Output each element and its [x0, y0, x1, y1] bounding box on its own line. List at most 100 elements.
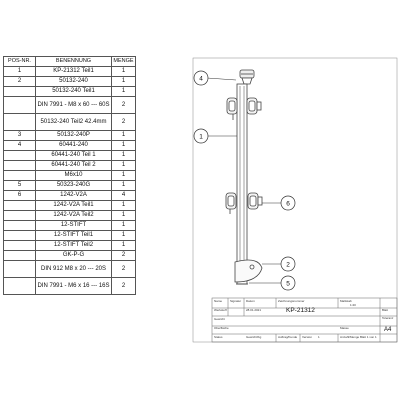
- tb-value-version: 1: [318, 335, 320, 339]
- tb-label-gewicht-kg: Gewicht/Kg: [246, 335, 262, 339]
- balloon-1: 1: [193, 128, 237, 144]
- tb-label-anzahl: Anzahl/Menge: [340, 335, 360, 339]
- bom-qty: 1: [111, 240, 136, 251]
- tb-label-blatt: Blatt: [382, 308, 388, 312]
- bom-name: 60441-240: [35, 140, 112, 151]
- bom-name: 12-STIFT Teil2: [35, 240, 112, 251]
- bom-pos: [3, 220, 36, 231]
- upper-glass-clamps: [226, 97, 262, 120]
- bom-qty: 1: [111, 130, 136, 141]
- bom-pos: 1: [3, 66, 36, 77]
- bom-qty: 1: [111, 66, 136, 77]
- bom-qty: 1: [111, 150, 136, 161]
- main-tube: [236, 83, 248, 285]
- bom-pos: [3, 277, 36, 295]
- bom-name: M6x10: [35, 170, 112, 181]
- bom-pos: [3, 200, 36, 211]
- bom-pos: 2: [3, 76, 36, 87]
- bom-qty: 1: [111, 160, 136, 171]
- bom-name: 50132-240P: [35, 130, 112, 141]
- lower-glass-clamps: [225, 192, 263, 214]
- bom-name: KP-21312 Teil1: [35, 66, 112, 77]
- bom-name: 1242-V2A Teil2: [35, 210, 112, 221]
- balloon-6-label: 6: [286, 201, 290, 208]
- bom-name: 1242-V2A Teil1: [35, 200, 112, 211]
- bom-pos: [3, 86, 36, 97]
- bom-pos: [3, 170, 36, 181]
- balloon-4-label: 4: [199, 76, 203, 83]
- bom-qty: 1: [111, 230, 136, 241]
- bom-qty: 1: [111, 170, 136, 181]
- bom-pos: [3, 260, 36, 278]
- tb-value-date: 28.01.2021: [246, 308, 261, 312]
- bom-pos: 3: [3, 130, 36, 141]
- bom-qty: 1: [111, 220, 136, 231]
- balloon-4: 4: [193, 70, 237, 86]
- bom-qty: 4: [111, 190, 136, 201]
- bom-pos: [3, 150, 36, 161]
- sheet-size: A4: [384, 327, 392, 333]
- balloon-6: 6: [262, 195, 296, 211]
- title-block-labels: Name Signatur Datum Zeichnungsnummer Maß…: [214, 299, 394, 339]
- bom-pos: 5: [3, 180, 36, 191]
- bom-name: GK-P-G: [35, 250, 112, 261]
- bom-qty: 1: [111, 210, 136, 221]
- bom-qty: 1: [111, 200, 136, 211]
- bom-name: 12-STIFT: [35, 220, 112, 231]
- tb-label-version: Version: [302, 335, 312, 339]
- top-cap-clamp: [239, 69, 255, 85]
- balloon-2: 2: [262, 256, 296, 272]
- bom-qty: 2: [111, 96, 136, 114]
- tb-label-signatur: Signatur: [230, 299, 241, 303]
- tb-label-auftrag: Auftrag/Kunde: [278, 335, 298, 339]
- bom-name: DIN 7991 - M8 x 60 --- 60S: [35, 96, 112, 114]
- bom-name: 50132-240: [35, 76, 112, 87]
- bom-pos: [3, 113, 36, 131]
- bom-header-row: POS-NR. BENENNUNG MENGE: [3, 56, 136, 67]
- bom-pos: 6: [3, 190, 36, 201]
- balloon-2-label: 2: [286, 262, 290, 269]
- bom-name: 60441-240 Teil 1: [35, 150, 112, 161]
- bom-header-qty: MENGE: [111, 56, 136, 67]
- tb-label-toleranz: Toleranz: [382, 316, 394, 320]
- bom-pos: [3, 250, 36, 261]
- tb-label-masse: Masse: [340, 326, 349, 330]
- bom-pos: [3, 96, 36, 114]
- tb-label-gewicht: Gewicht: [214, 317, 225, 321]
- tb-label-zeichnungsnummer: Zeichnungsnummer: [278, 299, 305, 303]
- base-flange: [234, 259, 263, 285]
- bom-pos: 4: [3, 140, 36, 151]
- bom-header-pos: POS-NR.: [3, 56, 36, 67]
- bom-header-name: BENENNUNG: [35, 56, 112, 67]
- bom-name: 50323-240G: [35, 180, 112, 191]
- tb-label-massstab: Maßstab: [340, 299, 352, 303]
- bom-qty: 2: [111, 113, 136, 131]
- bom-pos: [3, 240, 36, 251]
- bom-qty: 1: [111, 86, 136, 97]
- bom-name: 12-STIFT Teil1: [35, 230, 112, 241]
- tb-label-werkstoff: Werkstoff: [214, 308, 227, 312]
- bom-pos: [3, 160, 36, 171]
- balloon-5-label: 5: [286, 281, 290, 288]
- tb-value-scale: 1:20: [350, 303, 356, 307]
